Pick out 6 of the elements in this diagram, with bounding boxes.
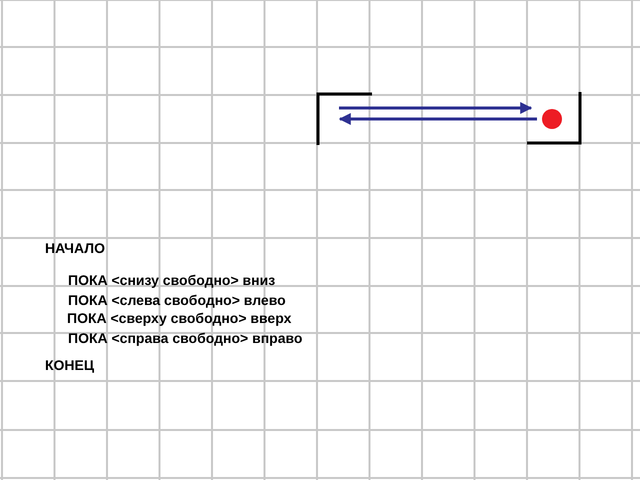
- keyword-text: КОНЕЦ: [45, 357, 94, 373]
- loop-statement: ПОКА <сверху свободно> вверх: [67, 310, 292, 326]
- loop-statement: ПОКА <справа свободно> вправо: [68, 330, 302, 346]
- loop-statement: ПОКА <снизу свободно> вниз: [68, 272, 276, 288]
- keyword-text: НАЧАЛО: [45, 240, 105, 256]
- loop-statement: ПОКА <слева свободно> влево: [68, 292, 286, 308]
